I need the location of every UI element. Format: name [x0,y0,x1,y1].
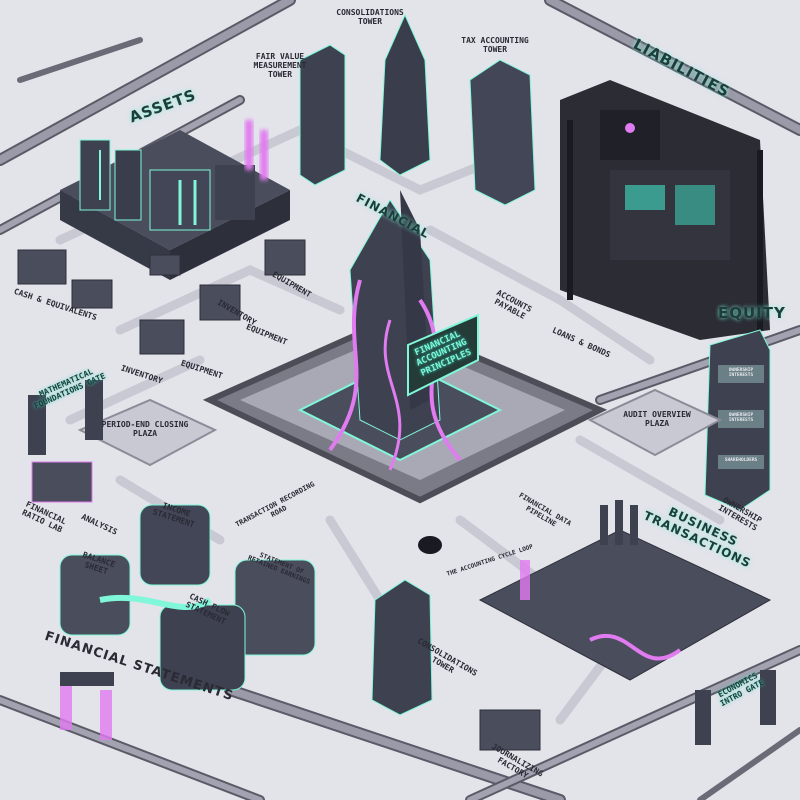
gates [28,380,776,745]
label-tax-accounting-tower: TAX ACCOUNTING TOWER [461,36,529,55]
assets-complex [60,120,290,280]
central-complex [202,190,608,504]
label-audit-plaza: AUDIT OVERVIEW PLAZA [623,410,691,429]
bottom-tower [371,579,433,716]
statements-cluster [59,504,316,691]
business-factory [478,500,772,681]
equity-panel-3: SHAREHOLDERS [724,458,758,463]
equity-panel-1: OWNERSHIP INTERESTS [728,368,754,379]
label-period-end-plaza: PERIOD-END CLOSING PLAZA [101,420,189,439]
label-fair-value-tower: FAIR VALUE MEASUREMENT TOWER [253,52,307,80]
tunnel [418,536,442,554]
label-equity: EQUITY [718,304,786,322]
equity-panel-2: OWNERSHIP INTERESTS [728,413,754,424]
ratio-lab-building [31,461,93,503]
audit-plaza [587,388,723,457]
journalizing-building [479,709,541,751]
period-end-plaza [77,398,218,467]
equity-tower [704,329,771,511]
color-background: #e3e3ea [0,0,1,1]
asset-buildings [17,239,306,355]
top-towers [299,13,536,206]
liabilities-robot [560,80,770,340]
label-consolidations-tower-top: CONSOLIDATIONS TOWER [336,8,404,27]
